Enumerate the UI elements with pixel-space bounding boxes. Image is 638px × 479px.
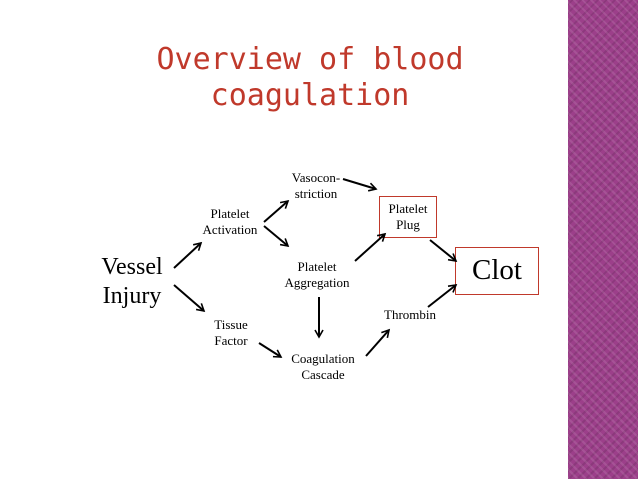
node-platelet-aggregation-line1: Platelet (297, 259, 337, 274)
slide-title: Overview of blood coagulation (156, 42, 464, 113)
node-tissue-factor: Tissue Factor (201, 317, 261, 349)
node-coagulation-cascade-line1: Coagulation (291, 351, 355, 366)
node-thrombin: Thrombin (375, 307, 445, 323)
arrow-activation-to-aggregation (263, 225, 290, 248)
node-tissue-factor-line2: Factor (214, 333, 248, 348)
node-thrombin-line1: Thrombin (384, 307, 436, 322)
node-platelet-activation-line1: Platelet (210, 206, 250, 221)
node-tissue-factor-line1: Tissue (214, 317, 248, 332)
node-coagulation-cascade: Coagulation Cascade (280, 351, 366, 383)
node-vasoconstriction: Vasocon- striction (276, 170, 356, 202)
arrow-tissue-factor-to-cascade (258, 342, 283, 358)
node-platelet-plug-line2: Plug (396, 217, 420, 232)
node-vasoconstriction-line2: striction (294, 186, 338, 201)
node-vessel-injury-line1: Vessel (101, 254, 163, 280)
node-clot: Clot (455, 247, 539, 295)
decorative-sidebar (568, 0, 638, 479)
node-vessel-injury-line2: Injury (102, 283, 162, 309)
node-vessel-injury: Vessel Injury (92, 253, 172, 311)
arrow-cascade-to-thrombin (365, 328, 391, 357)
node-vasoconstriction-line1: Vasocon- (291, 170, 341, 185)
node-coagulation-cascade-line2: Cascade (301, 367, 345, 382)
arrow-vasoconstriction-to-plug (342, 178, 378, 192)
arrow-thrombin-to-clot (427, 284, 458, 308)
node-platelet-plug-line1: Platelet (388, 201, 428, 216)
node-platelet-aggregation-line2: Aggregation (284, 275, 350, 290)
node-platelet-plug: Platelet Plug (379, 196, 437, 238)
arrow-aggregation-to-plug (354, 232, 387, 262)
node-clot-line1: Clot (472, 254, 522, 286)
arrow-injury-to-activation (173, 241, 203, 269)
arrow-activation-to-vasoconstriction (263, 199, 290, 223)
node-platelet-activation: Platelet Activation (190, 206, 270, 238)
node-platelet-activation-line2: Activation (202, 222, 258, 237)
arrow-plug-to-clot (429, 239, 458, 263)
arrow-injury-to-tissue-factor (173, 284, 206, 313)
node-platelet-aggregation: Platelet Aggregation (272, 259, 362, 291)
